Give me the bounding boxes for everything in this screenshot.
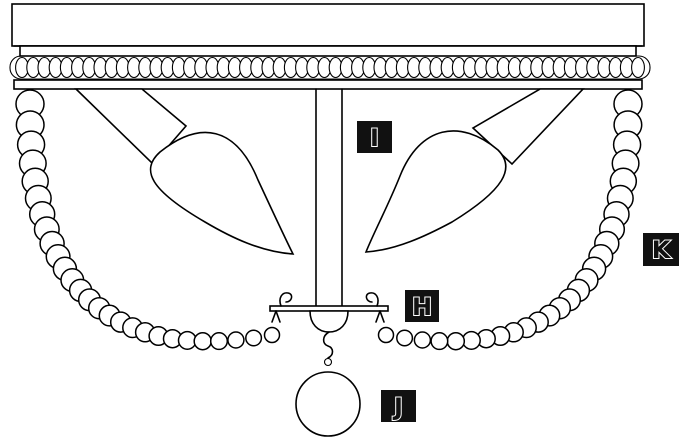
strand-bead	[245, 329, 263, 347]
canopy-plate	[11, 3, 645, 47]
callout-i: I	[357, 121, 392, 153]
strand-bead	[209, 332, 229, 351]
left-crossbar-hook-icon	[279, 292, 293, 307]
callout-h-box	[405, 290, 439, 322]
left-bulb	[149, 131, 295, 255]
callout-i-label: I	[370, 124, 379, 152]
center-rod	[315, 88, 343, 307]
canopy-band	[19, 45, 637, 57]
callout-k-label: K	[652, 236, 672, 264]
right-socket	[471, 88, 585, 166]
bead-trim-outline	[9, 55, 651, 80]
right-chain-link-icon	[375, 310, 385, 323]
callout-j-box	[381, 390, 416, 422]
left-bead-strand	[15, 89, 281, 351]
callout-j-label: J	[392, 393, 403, 421]
left-socket	[74, 88, 188, 166]
right-bulb-assembly	[364, 88, 585, 253]
callout-j: J	[381, 390, 416, 422]
crossbar-assembly	[269, 292, 389, 333]
callout-k: K	[643, 233, 679, 266]
left-chain-link-icon	[271, 310, 281, 323]
ceiling-canopy	[11, 3, 645, 57]
strand-bead	[413, 331, 432, 349]
strand-bead	[396, 329, 414, 347]
pendant-link-icon	[323, 357, 333, 367]
strand-bead	[263, 326, 281, 344]
strand-bead	[461, 330, 481, 350]
fixture-rim	[13, 79, 643, 90]
callout-i-box	[357, 121, 392, 153]
right-crossbar-hook-icon	[365, 292, 379, 307]
callout-h: H	[405, 290, 439, 322]
pendant-hook-icon	[322, 331, 334, 359]
strand-bead	[227, 331, 245, 349]
callout-h-label: H	[412, 293, 432, 321]
center-cup	[309, 310, 349, 333]
strand-bead	[430, 332, 449, 351]
callout-k-box	[643, 233, 679, 266]
trim-bead	[631, 56, 645, 79]
pendant-ball	[295, 371, 361, 437]
left-bulb-assembly	[74, 88, 295, 255]
strand-bead	[193, 331, 212, 351]
bead-trim	[9, 55, 651, 80]
right-bead-strand	[377, 89, 643, 351]
strand-bead	[446, 331, 466, 351]
strand-bead	[377, 326, 395, 344]
strand-bead	[177, 330, 197, 350]
right-bulb	[364, 130, 507, 253]
pendant-assembly	[295, 331, 361, 437]
